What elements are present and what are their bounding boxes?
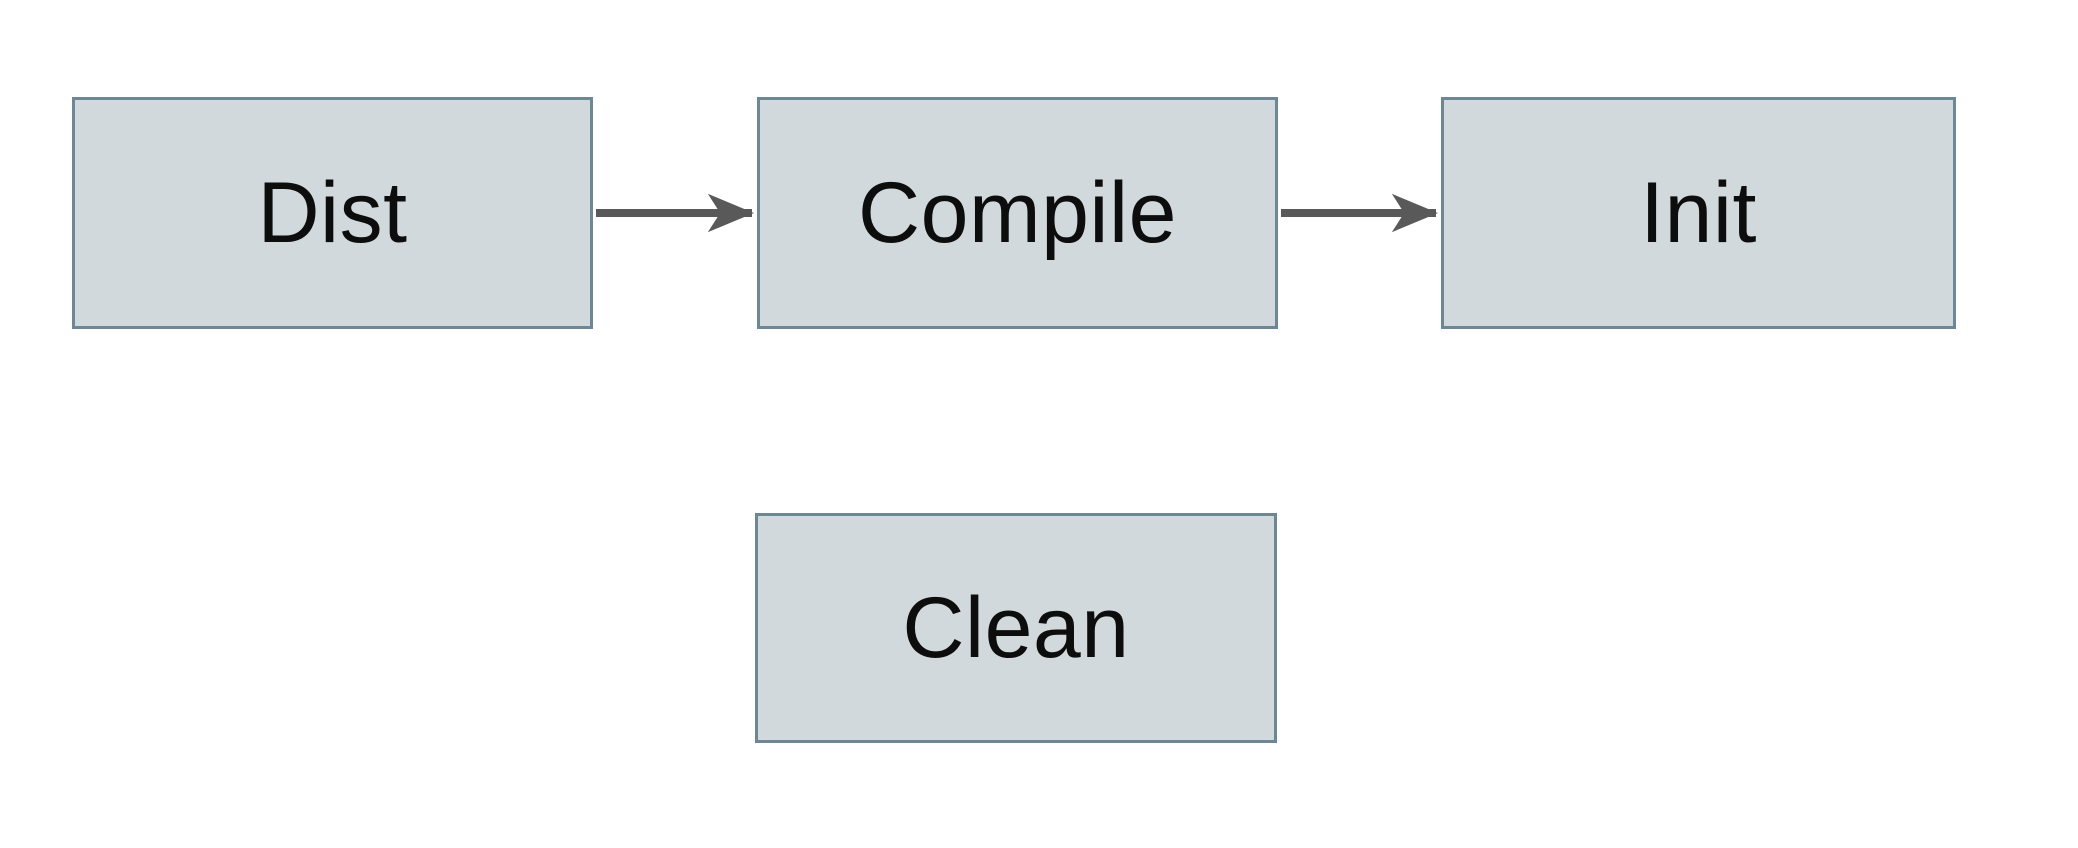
node-dist-label: Dist [257,165,408,261]
node-init-label: Init [1640,165,1757,261]
node-clean-label: Clean [902,580,1130,676]
node-clean: Clean [755,513,1277,743]
node-init: Init [1441,97,1956,329]
node-compile: Compile [757,97,1278,329]
node-compile-label: Compile [858,165,1177,261]
node-dist: Dist [72,97,593,329]
